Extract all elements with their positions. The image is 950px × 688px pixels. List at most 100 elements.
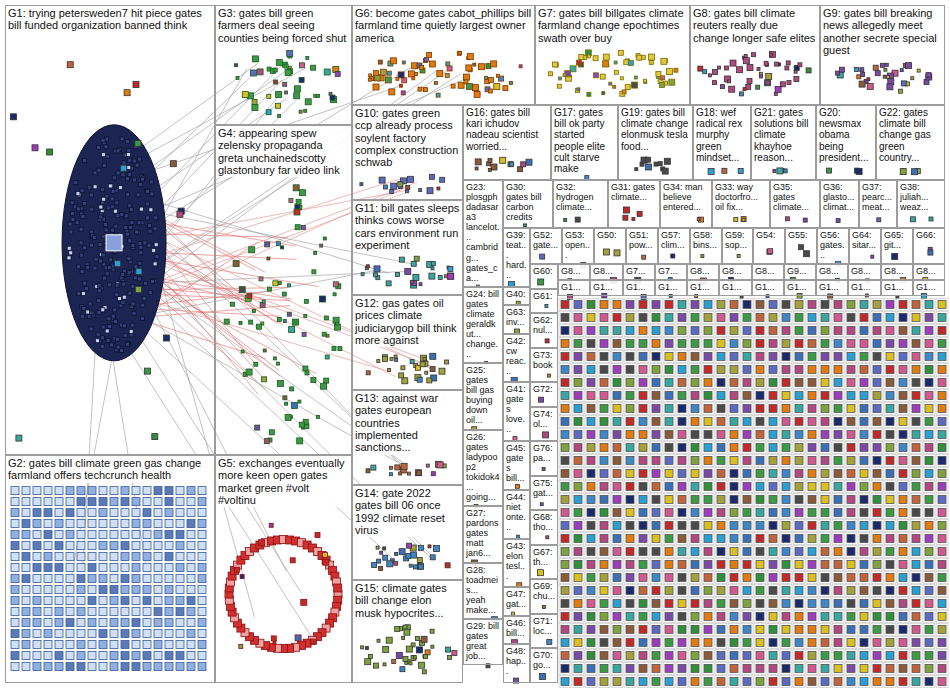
vertex-icon [574,378,582,386]
group-cell [910,311,922,323]
vertex-icon [80,253,84,257]
group-cell [624,363,636,375]
group-cell [923,415,935,427]
vertex-icon [410,280,413,283]
vertex-icon [66,641,74,649]
vertex-icon [239,287,245,293]
vertex-icon [33,619,41,627]
vertex-icon [130,323,134,327]
vertex-icon [639,326,647,334]
vertex-icon [153,262,157,266]
vertex-icon [44,652,52,660]
vertex-icon [11,509,19,517]
vertex-icon [66,575,74,583]
vertex-icon [154,216,158,220]
vertex-icon [725,66,729,70]
vertex-icon [121,564,129,572]
vertex-icon [252,105,258,111]
vertex-icon [577,60,582,65]
vertex-icon [66,531,74,539]
vertex-icon [121,273,125,277]
vertex-icon [79,227,83,231]
group-cell [637,376,649,388]
vertex-icon [338,347,342,351]
group-cell [910,363,922,375]
vertex-icon [713,81,717,85]
vertex-icon [827,168,832,173]
vertex-icon [77,608,85,616]
vertex-icon [33,663,41,671]
vertex-icon [198,531,206,539]
group-cell [650,324,662,336]
group-cell [871,311,883,323]
vertex-icon [11,498,19,506]
vertex-icon [120,213,124,217]
vertex-icon [110,520,118,528]
vertex-icon [143,487,151,495]
vertex-icon [451,84,455,88]
vertex-icon [769,53,772,56]
vertex-icon [132,608,140,616]
vertex-icon [267,95,271,99]
vertex-icon [267,287,271,291]
vertex-icon [604,249,610,255]
group-cell [741,298,753,310]
vertex-icon [176,520,184,528]
vertex-icon [22,553,30,561]
vertex-icon [97,298,101,302]
vertex-icon [79,241,83,245]
group-cell [897,376,909,388]
vertex-icon [99,564,107,572]
vertex-icon [143,608,151,616]
vertex-icon [860,417,868,425]
vertex-icon [768,249,773,254]
vertex-icon [33,641,41,649]
vertex-icon [11,663,19,671]
vertex-icon [187,542,195,550]
vertex-icon [55,520,63,528]
vertex-icon [126,153,130,157]
vertex-icon [284,64,288,68]
vertex-icon [325,355,329,359]
vertex-icon [335,72,340,77]
vertex-icon [154,243,158,247]
vertex-icon [143,498,151,506]
group-cell [806,428,818,440]
vertex-icon [187,520,195,528]
vertex-icon [240,575,244,579]
vertex-icon [376,546,379,549]
group-cell [741,324,753,336]
group-cell [559,428,571,440]
vertex-icon [97,145,101,149]
vertex-icon [652,352,660,360]
vertex-icon [436,93,440,97]
vertex-icon [785,66,789,70]
group-cell [715,298,727,310]
vertex-icon [315,533,320,538]
vertex-icon [132,597,140,605]
vertex-icon [146,216,150,220]
vertex-icon [757,68,760,71]
vertex-icon [33,630,41,638]
vertex-icon [110,619,118,627]
vertex-icon [834,417,842,425]
vertex-icon [639,378,647,386]
vertex-icon [249,320,253,324]
vertex-icon [322,332,326,336]
vertex-icon [365,647,368,650]
vertex-icon [93,266,97,270]
vertex-icon [447,656,451,660]
vertex-icon [132,663,140,671]
group-cell [754,324,766,336]
group-cell [819,337,831,349]
vertex-icon [561,339,569,347]
vertex-icon [431,472,435,476]
vertex-icon [114,224,118,228]
group-cell [767,376,779,388]
vertex-icon [403,656,408,661]
vertex-icon [652,326,660,334]
group-cell [884,350,896,362]
vertex-icon [276,59,282,65]
vertex-icon [121,586,129,594]
vertex-icon [294,93,300,99]
